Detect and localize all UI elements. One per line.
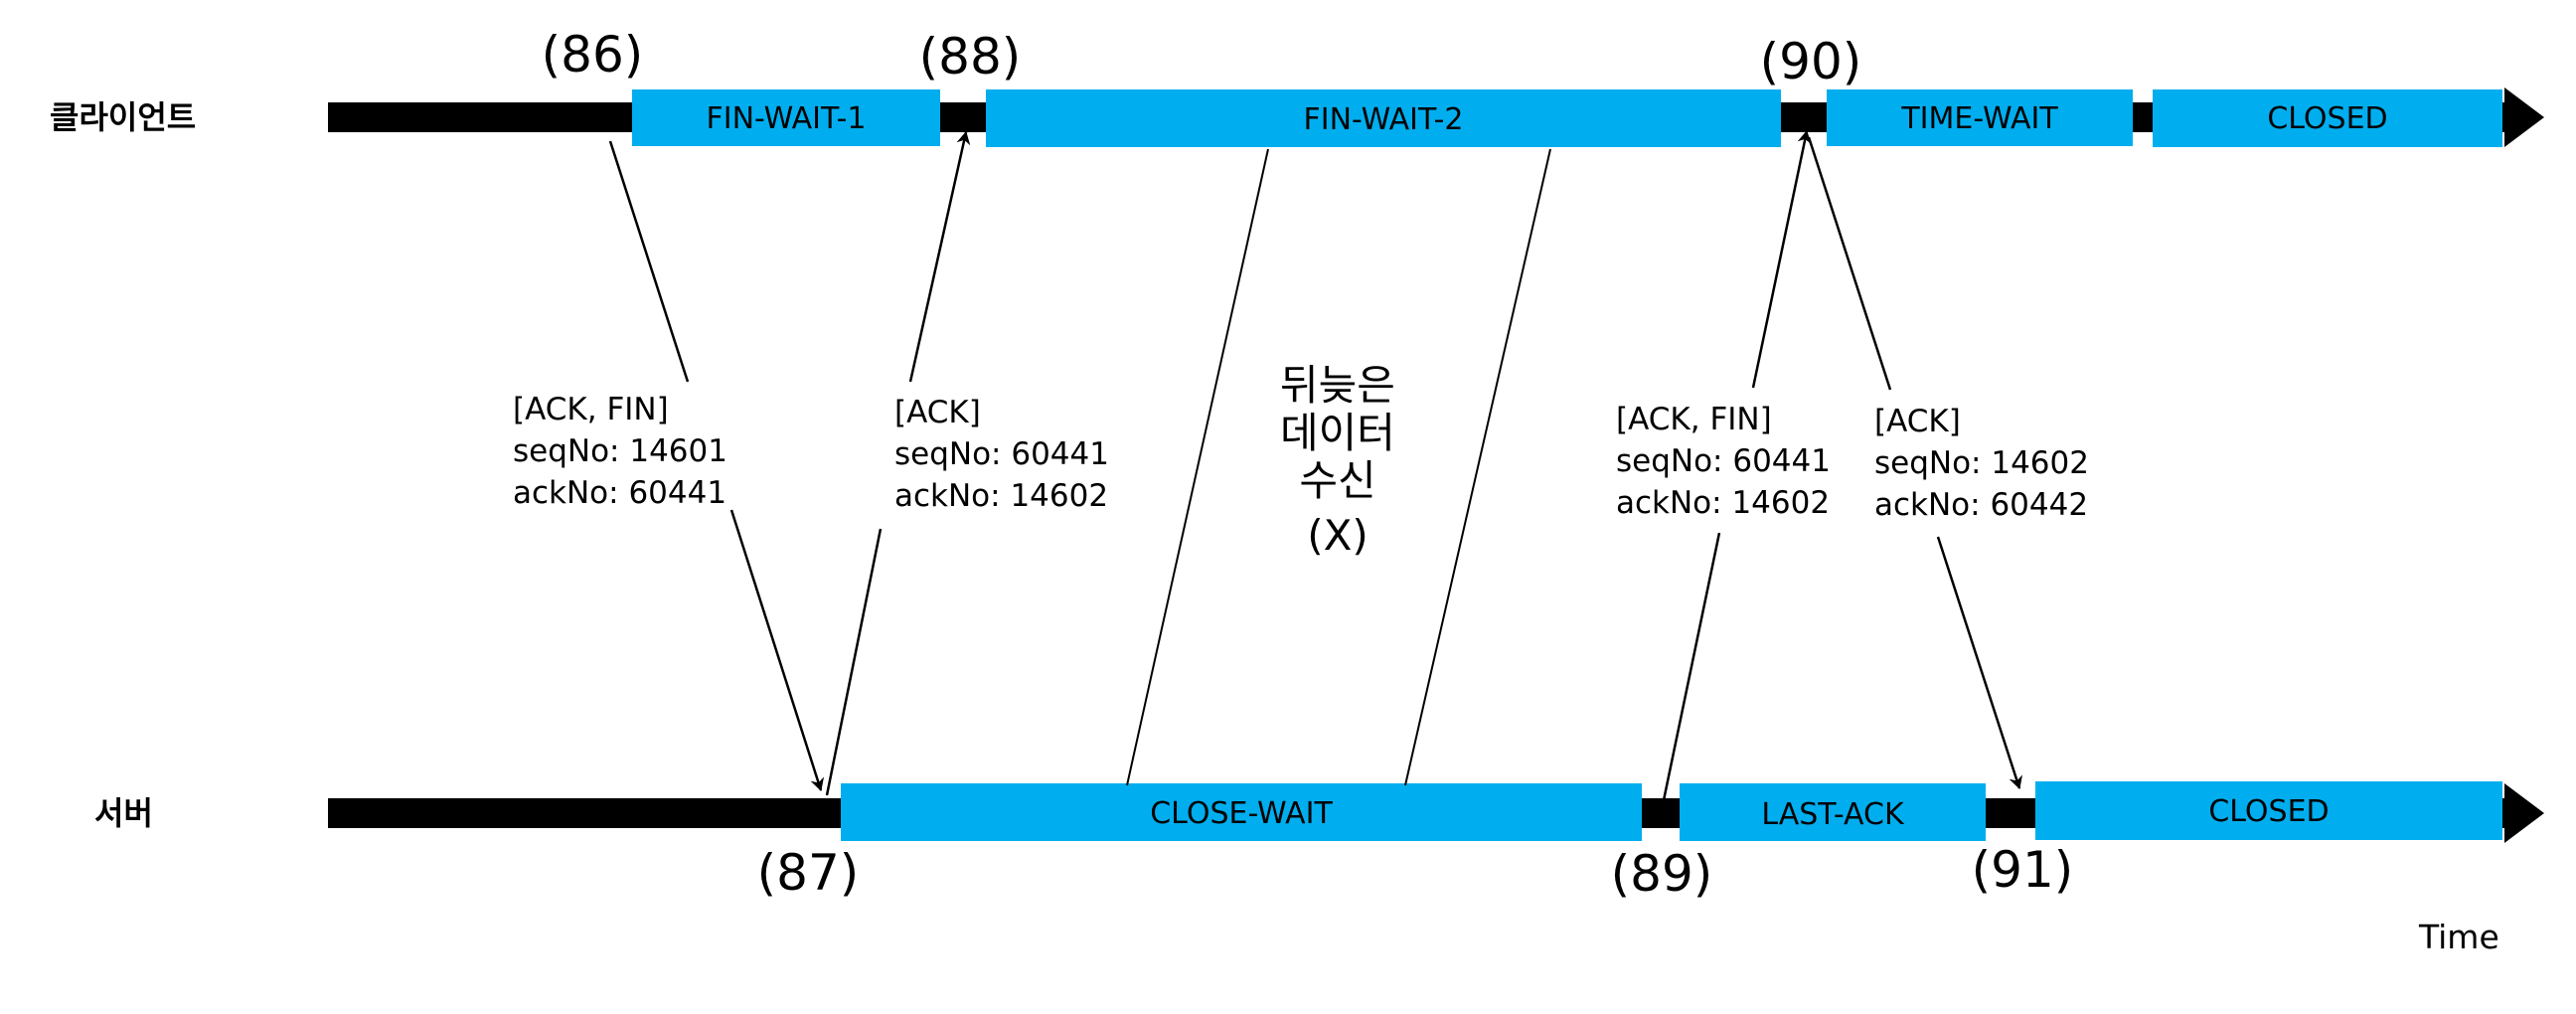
message-4-arrow-upper: [1807, 136, 1892, 391]
server-state-closed-label: CLOSED: [2208, 794, 2329, 829]
event-89-label: (89): [1611, 845, 1713, 903]
message-4-arrow-lower: [1936, 536, 2022, 789]
message-2-flags: [ACK]: [894, 395, 981, 430]
message-3-seq: seqNo: 60441: [1616, 443, 1831, 479]
event-88-label: (88): [919, 28, 1022, 85]
message-2-arrow-upper: [908, 131, 971, 383]
client-lane-label: 클라이언트: [50, 98, 196, 136]
message-1-arrow-lower: [729, 509, 825, 791]
late-data-line-2: [1404, 148, 1551, 786]
late-data-line-1: [1126, 148, 1269, 786]
message-1-flags: [ACK, FIN]: [513, 392, 669, 427]
event-91-label: (91): [1972, 841, 2074, 899]
late-data-line1: 뒤늦은: [1280, 361, 1395, 410]
server-state-last-ack-label: LAST-ACK: [1761, 797, 1905, 832]
server-state-close-wait-label: CLOSE-WAIT: [1150, 796, 1333, 831]
server-state-last-ack: [1680, 783, 1986, 841]
message-3-arrow-upper: [1751, 130, 1812, 389]
client-state-fin-wait-1: [632, 89, 940, 146]
late-data-line2: 데이터: [1280, 409, 1395, 457]
late-data-line4: (X): [1307, 511, 1368, 560]
message-2-arrow-lower: [825, 528, 883, 796]
message-3-ack: ackNo: 14602: [1616, 485, 1830, 521]
message-4-seq: seqNo: 14602: [1874, 445, 2089, 481]
message-1-ack: ackNo: 60441: [513, 475, 726, 511]
server-state-closed: [2035, 781, 2502, 840]
client-state-time-wait-label: TIME-WAIT: [1900, 101, 2058, 136]
client-state-closed: [2153, 89, 2502, 147]
server-lane-label: 서버: [94, 794, 153, 832]
message-3-arrow-lower: [1662, 532, 1721, 801]
client-state-closed-label: CLOSED: [2267, 101, 2387, 136]
message-3-flags: [ACK, FIN]: [1616, 402, 1772, 437]
event-90-label: (90): [1760, 33, 1862, 90]
message-2-ack: ackNo: 14602: [894, 478, 1108, 514]
late-data-line3: 수신: [1299, 456, 1375, 505]
event-86-label: (86): [542, 26, 644, 84]
message-1-arrow-upper: [608, 140, 690, 383]
client-timeline-arrowhead: [2504, 87, 2544, 147]
client-state-time-wait: [1827, 89, 2133, 146]
message-4-ack: ackNo: 60442: [1874, 487, 2088, 523]
time-axis-label: Time: [2418, 918, 2499, 956]
server-timeline-arrowhead: [2504, 783, 2544, 843]
client-state-fin-wait-2-label: FIN-WAIT-2: [1303, 102, 1463, 137]
client-state-fin-wait-2: [986, 89, 1781, 147]
message-4-flags: [ACK]: [1874, 404, 1961, 439]
event-87-label: (87): [757, 844, 860, 902]
server-state-close-wait: [841, 783, 1642, 841]
client-state-fin-wait-1-label: FIN-WAIT-1: [706, 101, 866, 136]
message-1-seq: seqNo: 14601: [513, 433, 727, 469]
message-2-seq: seqNo: 60441: [894, 436, 1109, 472]
